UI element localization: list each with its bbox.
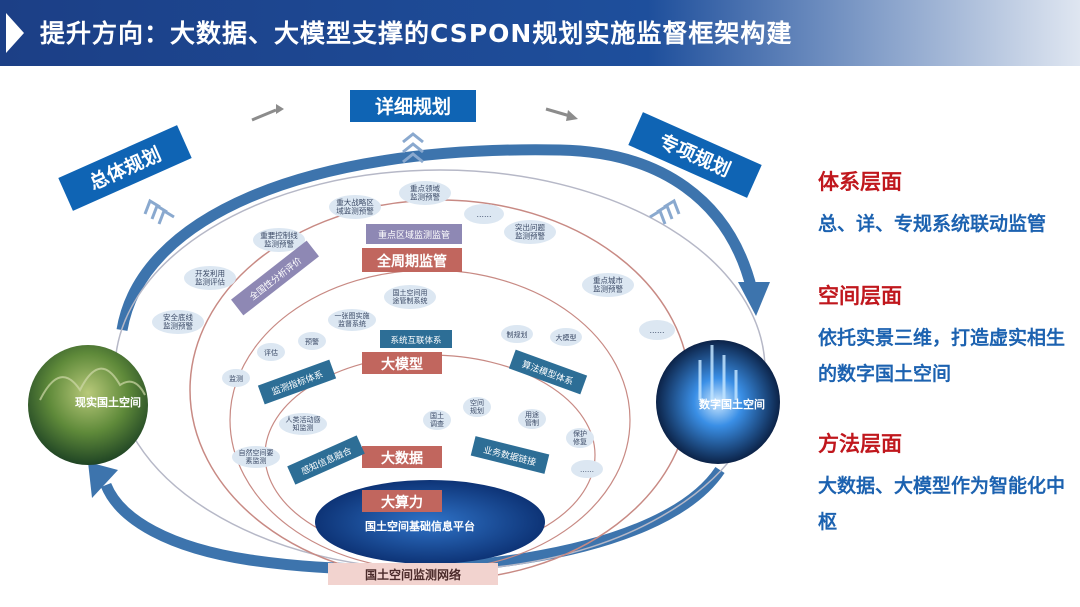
- indicator-label-box: 监测指标体系: [257, 359, 337, 405]
- cspon-framework-diagram: 总体规划 详细规划 专项规划 现实国土空间: [28, 90, 780, 585]
- list-item-label: 一张图实施监督系统: [335, 311, 370, 328]
- list-item: [279, 413, 327, 435]
- svg-text:大算力: 大算力: [381, 494, 423, 511]
- list-item-label: 重大战略区域监测预警: [336, 197, 374, 216]
- list-item: [501, 325, 533, 343]
- big-data-layer-title: 大数据: [362, 446, 442, 468]
- list-item-label: 预警: [305, 337, 319, 346]
- platform-label: 国土空间基础信息平台: [365, 519, 475, 533]
- list-item: [328, 309, 376, 331]
- business-label-box: 业务数据链接: [470, 436, 550, 474]
- list-item: [463, 397, 491, 417]
- svg-text:重点区域监测监管: 重点区域监测监管: [378, 229, 450, 241]
- list-item: [384, 285, 436, 309]
- digital-territory-globe: 数字国土空间: [656, 340, 780, 464]
- list-item-label: 安全底线监测预警: [163, 312, 193, 331]
- special-plan-banner: 专项规划: [628, 112, 762, 198]
- list-item: [566, 428, 594, 448]
- list-item-label: 国土空间用途管制系统: [393, 288, 428, 305]
- outer-bubbles: 安全底线监测预警 开发利用监测评估 重要控制线监测预警 重大战略区域监测预警 重…: [152, 181, 675, 340]
- svg-text:国土空间监测网络: 国土空间监测网络: [365, 567, 461, 582]
- list-item-label: 突出问题监测预警: [515, 222, 545, 241]
- list-item-label: 国土调查: [430, 411, 444, 428]
- real-territory-label: 现实国土空间: [75, 395, 141, 409]
- spatial-level-section: 空间层面 依托实景三维，打造虚实相生的数字国土空间: [818, 280, 1073, 392]
- list-item: [550, 328, 582, 346]
- list-item: [232, 446, 280, 468]
- list-item: [423, 410, 451, 430]
- method-level-text: 大数据、大模型作为智能化中枢: [818, 475, 1066, 533]
- interconnect-label-box: 系统互联体系: [380, 330, 452, 348]
- list-item-label: ……: [477, 210, 492, 219]
- title-arrow-icon: [6, 13, 24, 53]
- list-item-label: 空间规划: [470, 398, 484, 415]
- detailed-plan-banner: 详细规划: [350, 90, 476, 122]
- svg-text:大模型: 大模型: [381, 356, 423, 373]
- list-item: [298, 332, 326, 350]
- list-item: [639, 320, 675, 340]
- list-item: [571, 460, 603, 478]
- digital-territory-label: 数字国土空间: [699, 397, 765, 411]
- list-item-label: 重要控制线监测预警: [260, 230, 298, 249]
- list-item-label: ……: [580, 466, 594, 474]
- model-bubbles: 国土空间用途管制系统 一张图实施监督系统 监测 评估 预警 制规划 大模型: [222, 285, 582, 387]
- list-item-label: ……: [650, 326, 665, 335]
- full-cycle-layer-title: 全周期监管: [362, 248, 462, 272]
- list-item-label: 重点领域监测预警: [410, 183, 440, 202]
- list-item-label: 用途管制: [525, 410, 539, 427]
- list-item-label: 制规划: [507, 330, 528, 339]
- method-level-section: 方法层面 大数据、大模型作为智能化中枢: [818, 428, 1073, 540]
- list-item: [464, 204, 504, 224]
- list-item-label: 监测: [229, 374, 243, 383]
- list-item: [222, 369, 250, 387]
- spatial-level-heading: 空间层面: [818, 284, 902, 308]
- system-level-heading: 体系层面: [818, 170, 902, 194]
- model-layer-title: 大模型: [362, 352, 442, 374]
- list-item-label: 开发利用监测评估: [195, 268, 225, 287]
- banner-link-arrows: [251, 104, 578, 122]
- svg-text:系统互联体系: 系统互联体系: [390, 335, 441, 346]
- list-item: [504, 220, 556, 244]
- list-item: [257, 343, 285, 361]
- page-title: 提升方向：大数据、大模型支撑的CSPON规划实施监督框架构建: [40, 19, 793, 48]
- list-item-label: 自然空间要素监测: [239, 448, 274, 465]
- data-bubbles: 人类活动感知监测 自然空间要素监测 国土调查 空间规划 用途管制 保护修复 ……: [232, 397, 603, 478]
- list-item: [399, 181, 451, 205]
- list-item: [582, 273, 634, 297]
- compute-layer-title: 大算力: [362, 490, 442, 512]
- title-bar: 提升方向：大数据、大模型支撑的CSPON规划实施监督框架构建: [0, 0, 1080, 66]
- overall-plan-banner: 总体规划: [58, 125, 192, 211]
- algo-label-box: 算法模型体系: [508, 349, 588, 395]
- list-item: [184, 266, 236, 290]
- system-level-text: 总、详、专规系统联动监管: [818, 213, 1047, 235]
- list-item-label: 大模型: [556, 333, 577, 342]
- list-item-label: 评估: [264, 348, 278, 357]
- list-item: [329, 195, 381, 219]
- svg-text:全周期监管: 全周期监管: [376, 253, 447, 270]
- list-item-label: 保护修复: [573, 429, 587, 446]
- key-region-label-box: 重点区域监测监管: [366, 224, 462, 244]
- list-item: [518, 409, 546, 429]
- system-level-section: 体系层面 总、详、专规系统联动监管: [818, 166, 1073, 242]
- method-level-heading: 方法层面: [818, 432, 902, 456]
- list-item: [152, 310, 204, 334]
- monitoring-network-label-box: 国土空间监测网络: [328, 563, 498, 585]
- svg-text:大数据: 大数据: [381, 450, 423, 467]
- perception-label-box: 感知信息融合: [287, 435, 365, 485]
- chevron-up-icon: [143, 132, 681, 225]
- real-territory-globe: 现实国土空间: [28, 345, 148, 465]
- spatial-level-text: 依托实景三维，打造虚实相生的数字国土空间: [818, 327, 1066, 385]
- detailed-plan-label: 详细规划: [375, 95, 451, 118]
- list-item: [253, 228, 305, 252]
- list-item-label: 重点城市监测预警: [593, 275, 623, 294]
- list-item-label: 人类活动感知监测: [286, 415, 321, 432]
